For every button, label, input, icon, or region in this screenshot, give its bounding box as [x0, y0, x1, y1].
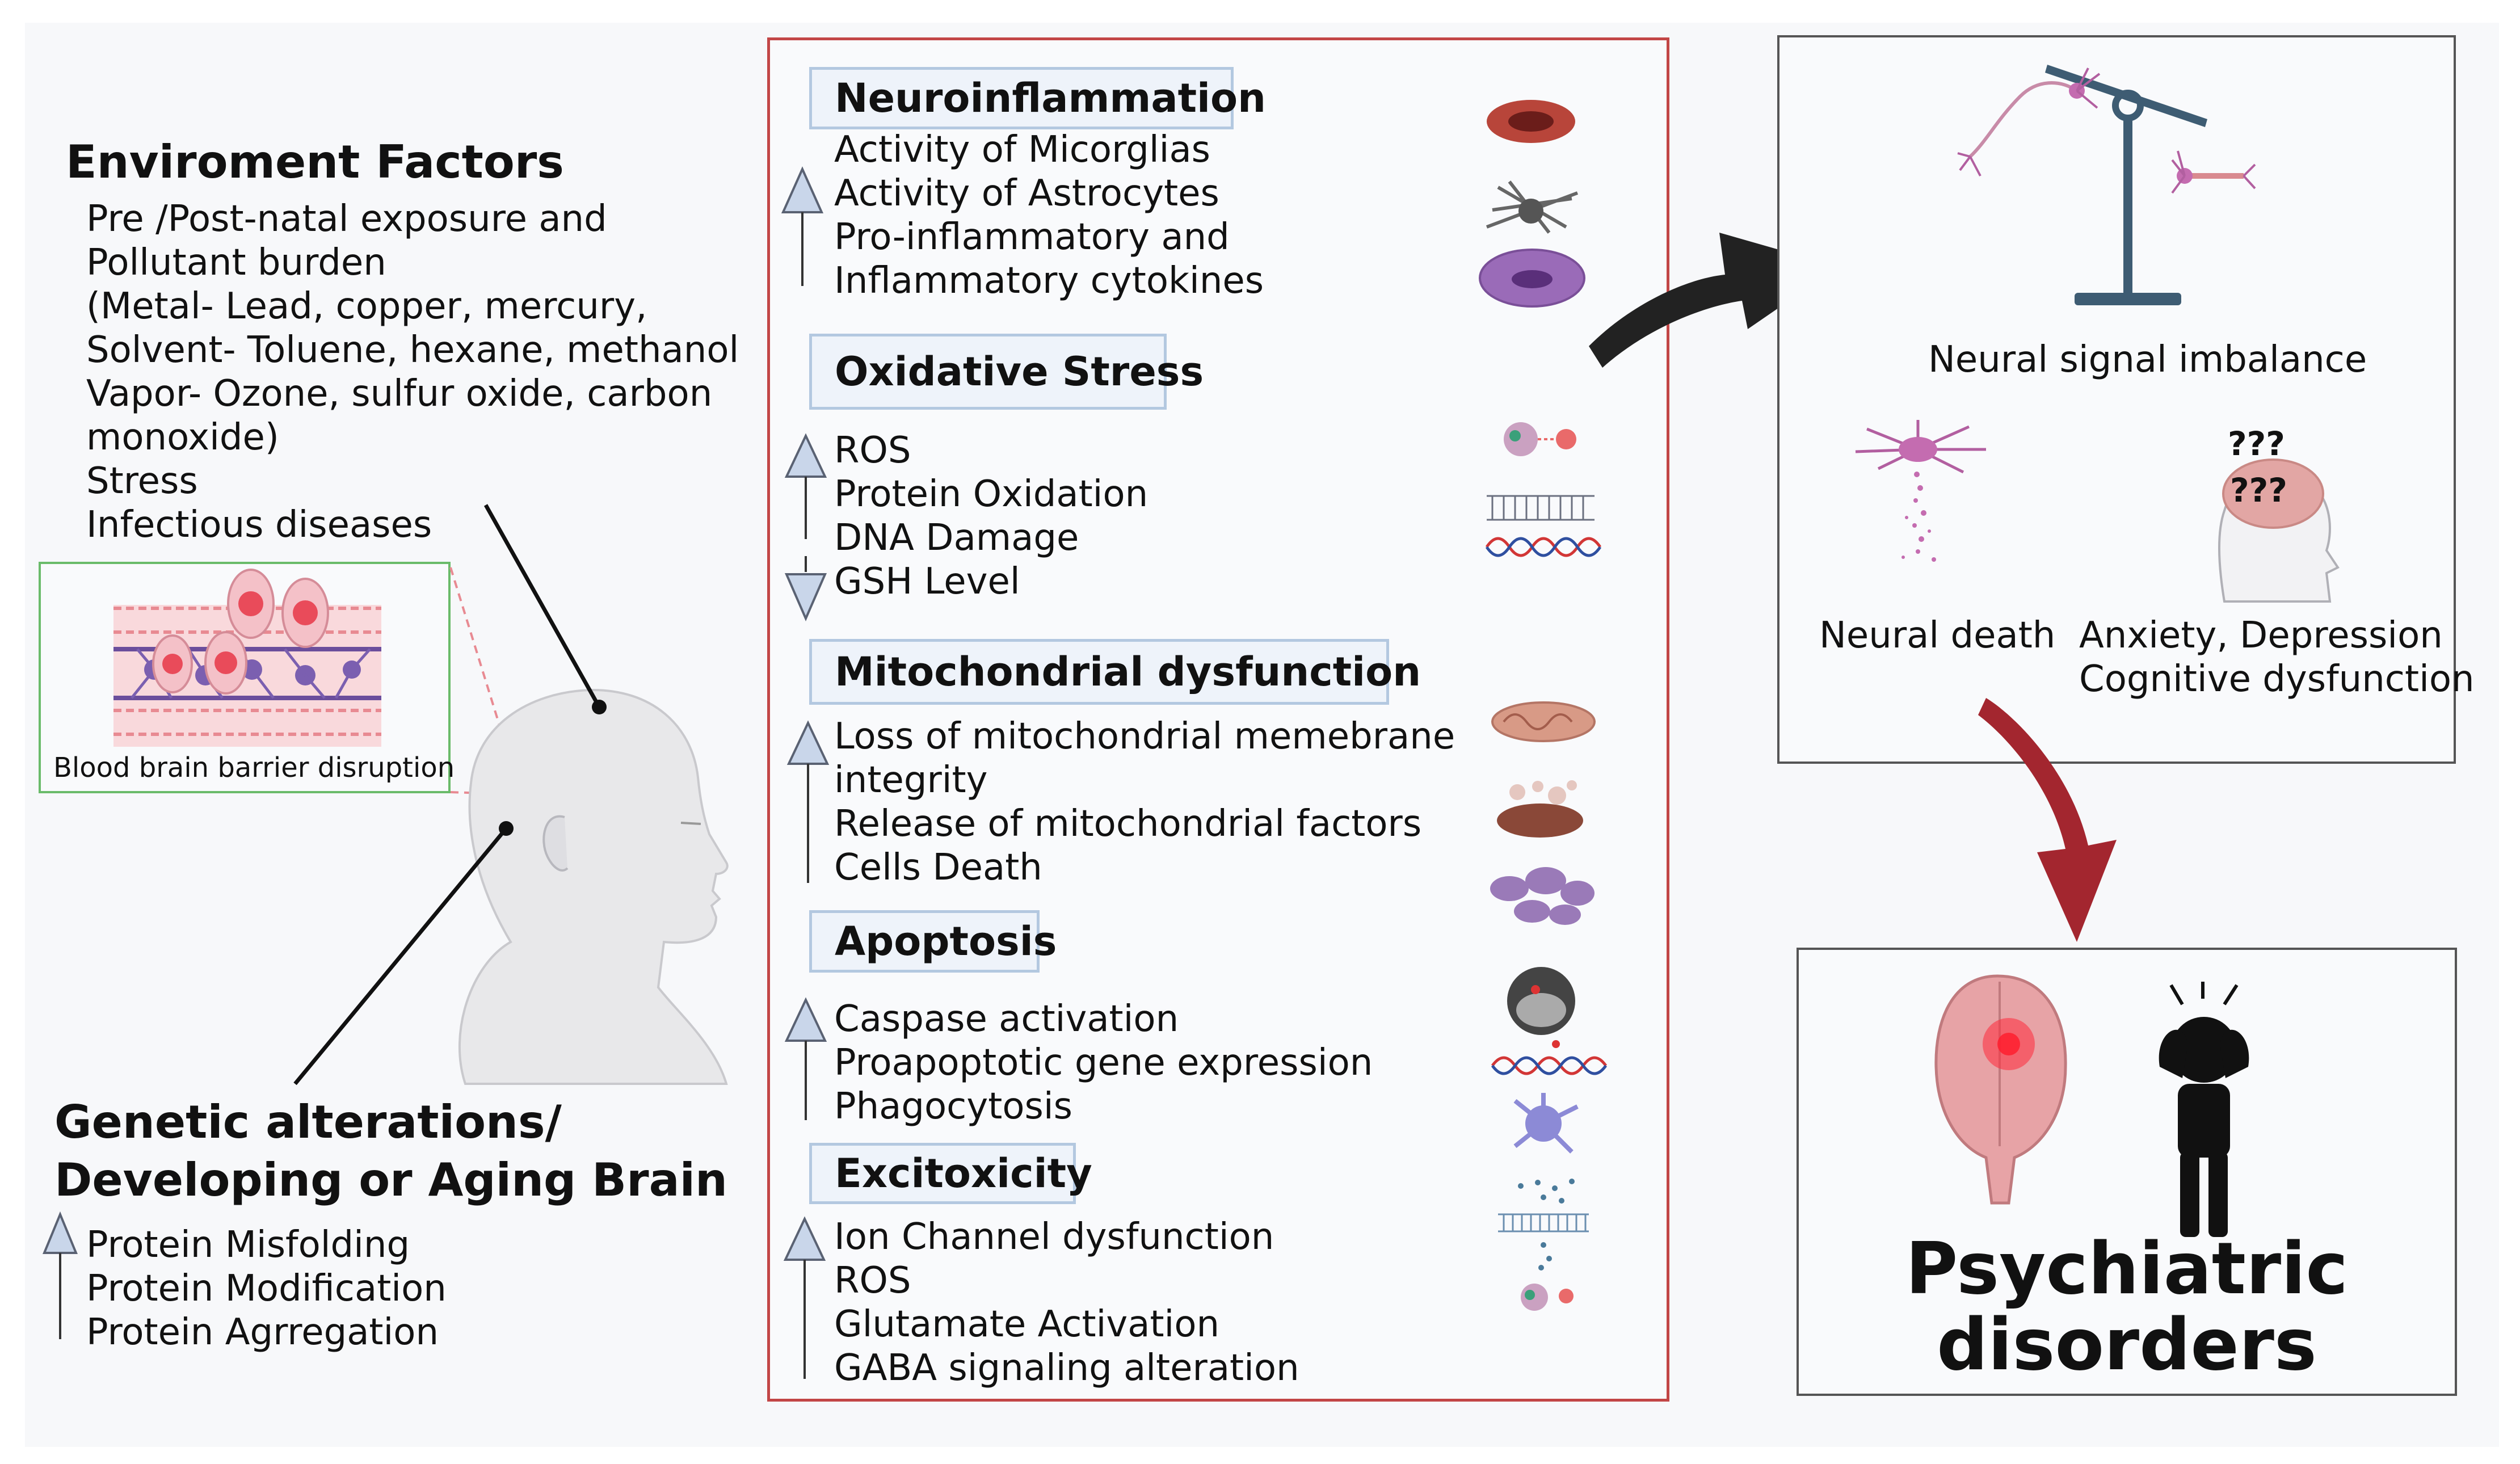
oxidative-stress-list: ROS Protein Oxidation DNA Damage GSH Lev…	[834, 429, 1148, 604]
section-title-apoptosis: Apoptosis	[809, 910, 1057, 973]
increase-arrow-icon	[783, 1216, 826, 1379]
neuroinflammation-list: Activity of Micorglias Activity of Astro…	[834, 128, 1264, 303]
env-line: Stress	[86, 460, 198, 502]
confused-head-icon	[2218, 458, 2340, 603]
list-item: Phagocytosis	[834, 1086, 1072, 1128]
psychiatric-label: Psychiatric	[1905, 1227, 2349, 1310]
outcomes-panel	[1777, 35, 2456, 764]
list-item: Proapoptotic gene expression	[834, 1042, 1373, 1084]
env-line: (Metal- Lead, copper, mercury,	[86, 285, 647, 327]
disorders-label: disorders	[1937, 1303, 2317, 1386]
down-arrow-icon	[1978, 698, 2117, 942]
balance-scale-icon	[2045, 65, 2207, 305]
list-item: Pro-inflammatory and	[834, 216, 1230, 258]
neural-death-label: Neural death	[1819, 615, 2056, 657]
mitochondria-icons	[1490, 701, 1596, 925]
list-item: ROS	[834, 1260, 911, 1302]
list-item: ROS	[834, 430, 911, 472]
bbb-inset: Blood brain barrier disruption	[39, 562, 455, 793]
list-item: Caspase activation	[834, 998, 1179, 1040]
env-line: Pollutant burden	[86, 242, 386, 284]
section-title-mitochondrial-dysfunction: Mitochondrial dysfunction	[809, 639, 1421, 705]
question-marks-top: ???	[2228, 424, 2285, 463]
question-marks-brain: ???	[2230, 471, 2287, 510]
list-item: Glutamate Activation	[834, 1303, 1220, 1345]
list-item: GABA signaling alteration	[834, 1347, 1299, 1389]
genetic-item: Protein Agrregation	[86, 1311, 439, 1353]
section-title-excitoxicity: Excitoxicity	[809, 1143, 1092, 1204]
list-item: Inflammatory cytokines	[834, 260, 1264, 302]
head-illustration	[293, 504, 729, 1086]
env-line: Solvent- Toluene, hexane, methanol	[86, 329, 739, 371]
anxiety-depression-label: Anxiety, Depression Cognitive dysfunctio…	[2079, 614, 2475, 701]
genetic-item: Protein Misfolding	[86, 1224, 410, 1266]
excitoxicity-list: Ion Channel dysfunction ROS Glutamate Ac…	[834, 1215, 1299, 1390]
neuron-left-icon	[1957, 68, 2101, 176]
increase-arrow-icon	[786, 720, 830, 883]
list-item: integrity	[834, 759, 988, 801]
list-item: Activity of Astrocytes	[834, 173, 1219, 214]
excitoxicity-icons	[1498, 1179, 1589, 1311]
psychiatric-disorders-panel	[1797, 948, 2457, 1396]
neuron-right-icon	[2171, 150, 2256, 194]
mitochondrial-list: Loss of mitochondrial memebrane integrit…	[834, 715, 1455, 890]
list-item: Loss of mitochondrial memebrane	[834, 716, 1455, 758]
anxiety-line: Anxiety, Depression	[2079, 615, 2443, 657]
cognitive-line: Cognitive dysfunction	[2079, 658, 2475, 700]
increase-arrow-icon	[781, 166, 824, 286]
env-line: Vapor- Ozone, sulfur oxide, carbon	[86, 373, 713, 415]
increase-arrow-icon	[784, 997, 827, 1120]
env-line: Pre /Post-natal exposure and	[86, 198, 607, 240]
section-title-oxidative-stress: Oxidative Stress	[809, 334, 1204, 410]
neuroinflammation-cell-icons	[1479, 100, 1585, 308]
env-line: Infectious diseases	[86, 504, 432, 546]
increase-decrease-arrow-icon	[784, 433, 827, 622]
brain-icon	[1934, 974, 2067, 1205]
list-item: Ion Channel dysfunction	[834, 1216, 1274, 1258]
environment-factors-list: Pre /Post-natal exposure and Pollutant b…	[86, 197, 739, 547]
apoptosis-icons	[1491, 967, 1608, 1154]
bbb-label: Blood brain barrier disruption	[53, 752, 455, 784]
increase-arrow-icon	[43, 1211, 78, 1339]
genetic-heading-line2: Developing or Aging Brain	[54, 1154, 727, 1206]
apoptosis-list: Caspase activation Proapoptotic gene exp…	[834, 998, 1373, 1129]
list-item: Activity of Micorglias	[834, 129, 1210, 171]
genetic-heading-line1: Genetic alterations/	[54, 1096, 562, 1149]
stressed-person-icon	[2159, 982, 2249, 1237]
right-arrow-icon	[1589, 233, 1839, 368]
list-item: Cells Death	[834, 847, 1042, 889]
list-item: Release of mitochondrial factors	[834, 803, 1422, 845]
bbb-illustration	[113, 569, 381, 747]
section-title-neuroinflammation: Neuroinflammation	[809, 67, 1266, 129]
oxidative-stress-icons	[1485, 422, 1602, 557]
neuron-death-icon	[1855, 420, 1986, 562]
genetic-list: Protein Misfolding Protein Modification …	[86, 1223, 447, 1354]
list-item: GSH Level	[834, 561, 1020, 603]
list-item: Protein Oxidation	[834, 473, 1148, 515]
list-item: DNA Damage	[834, 517, 1079, 559]
neural-signal-imbalance-label: Neural signal imbalance	[1928, 339, 2367, 381]
env-line: monoxide)	[86, 417, 279, 458]
environment-factors-heading: Enviroment Factors	[66, 136, 564, 188]
genetic-item: Protein Modification	[86, 1268, 447, 1310]
